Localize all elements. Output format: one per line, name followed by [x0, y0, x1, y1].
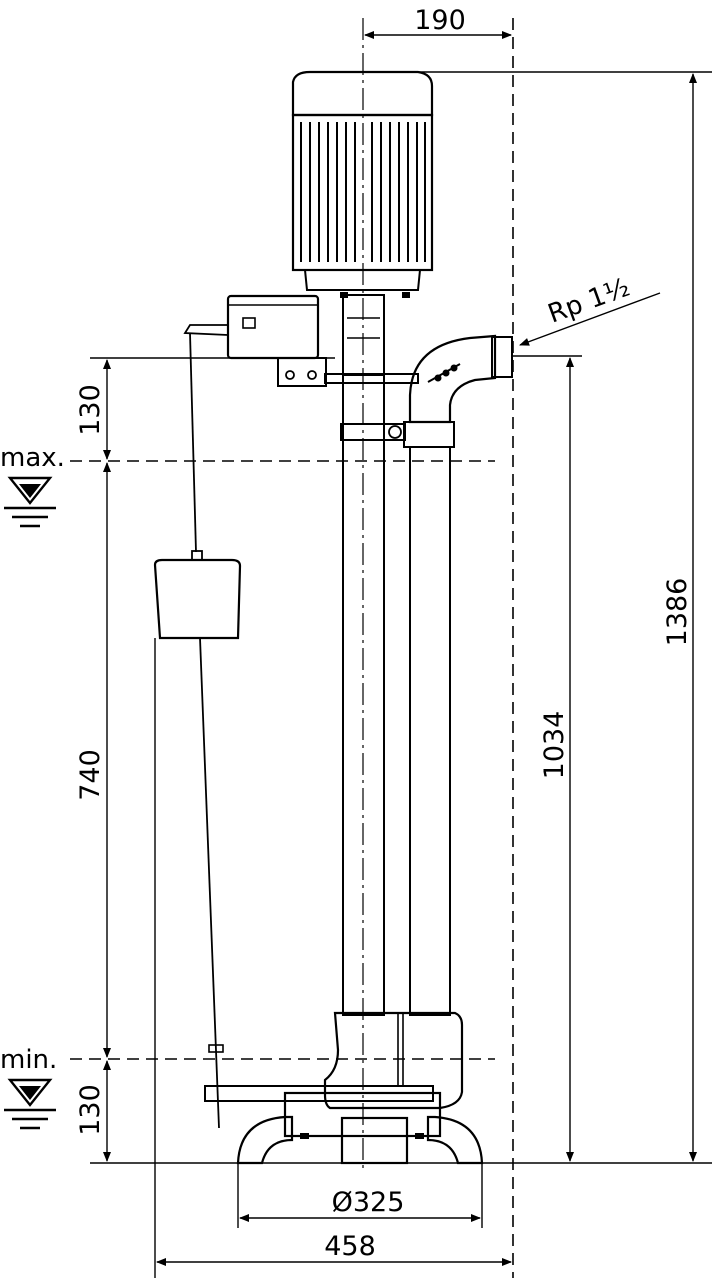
dim-1034-label: 1034 — [539, 711, 570, 780]
dim-130-top-label: 130 — [75, 384, 106, 436]
float-body — [153, 558, 242, 640]
suction-inlet — [340, 1116, 409, 1165]
outlet-socket — [491, 336, 513, 378]
riser-pipe — [403, 334, 513, 1016]
dim-130-bottom-label: 130 — [75, 1084, 106, 1136]
switch-box — [226, 294, 320, 360]
min-level-label: min. — [0, 1045, 57, 1075]
dim-1386-label: 1386 — [662, 578, 693, 647]
motor — [291, 70, 434, 298]
base-foot-left — [236, 1115, 294, 1165]
motor-bolt-right — [402, 292, 410, 298]
float-rod-upper — [189, 332, 197, 553]
outlet-elbow — [408, 334, 497, 424]
riser-tube — [409, 446, 451, 1016]
pipe-flange — [403, 421, 455, 448]
suction-housing — [283, 1091, 442, 1138]
base-foot-right — [426, 1115, 484, 1165]
motor-cooling-fins — [300, 122, 426, 262]
water-level-triangle-icon-min — [4, 1078, 56, 1130]
outlet-thread-label: Rp 1½ — [544, 272, 634, 329]
max-level-label: max. — [0, 443, 65, 473]
float-stop — [208, 1044, 224, 1053]
elbow-nameplate — [427, 363, 461, 383]
water-level-triangle-icon — [4, 476, 56, 528]
float-rod-lower — [199, 637, 220, 1129]
clamp-bolt — [388, 425, 402, 439]
float-cap — [191, 550, 203, 561]
dimension-lines — [103, 31, 697, 1278]
motor-flange — [303, 269, 422, 291]
switch-arm — [183, 324, 229, 336]
shaft-column — [324, 294, 419, 1016]
pump-housing — [204, 1011, 484, 1165]
dim-458-label: 458 — [324, 1231, 376, 1262]
float-switch — [153, 294, 327, 1129]
motor-top-cap — [291, 70, 434, 117]
volute-casing — [323, 1011, 464, 1110]
dim-740-label: 740 — [75, 749, 106, 801]
rp-leader — [519, 292, 661, 346]
switch-bracket — [277, 357, 327, 387]
dim-325-label: Ø325 — [332, 1187, 405, 1218]
dim-190-label: 190 — [414, 5, 466, 36]
